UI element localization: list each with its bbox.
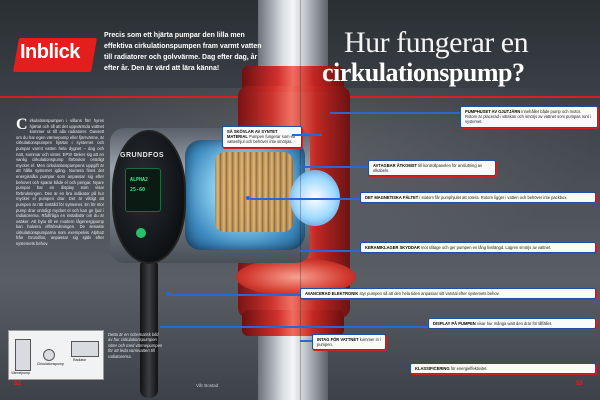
pump-display-line1: ALPHA2 [130,177,149,183]
headline-line2: cirkulationspump? [322,58,525,87]
callout-pumphuset: PUMPHUSET AV GJUTJÄRN innehåller både pu… [460,106,598,128]
system-diagram: Värmepump Cirkulationspump Radiator [8,330,104,380]
pump-display: ALPHA2 25-60 [125,168,161,212]
leader-line [300,166,368,168]
callout-text: i statorn får pumphjulet att rotera. Rot… [419,195,568,200]
section-badge: Inblick [13,38,97,72]
callout-title: SÅ SKÖVLAR AV SYNTET MATERIAL [227,129,278,140]
callout-title: KLASSIFICERING [415,366,450,371]
pump-brand: GRUNDFOS [120,152,165,159]
diagram-heatpump [15,339,31,371]
callout-title: DET MAGNETISKA FÄLTET [365,195,419,200]
diagram-label-3: Radiator [73,358,87,362]
callout-elektronik: AVANCERAD ELEKTRONIK styr pumpen så att … [300,288,596,300]
leader-dot [246,196,250,200]
page-number-right: 53 [576,381,583,387]
diagram-label-2: Cirkulationspump [37,362,65,366]
leader-line [300,250,360,252]
leader-line [300,340,312,342]
callout-atkomst: AVTAGBAR ÅTKOMST till kontrollpanelen fö… [368,160,496,177]
power-cable [140,258,158,398]
body-column: C irkulationspumpen i villans förr hyres… [16,116,104,247]
drop-cap: C [16,116,28,133]
leader-line [292,134,322,136]
callout-text: mot slitage och ger pumpen en lång livsl… [420,245,552,250]
page-number-left: 52 [14,381,21,387]
leader-line [170,294,300,296]
pipe-flange-bottom [242,310,344,336]
callout-magnetfalt: DET MAGNETISKA FÄLTET i statorn får pump… [360,192,596,204]
pump-button [136,228,146,238]
callout-klassificering: KLASSIFICERING för energieffektivitet. [410,363,596,375]
leader-dot [166,292,170,296]
callout-text: kommer in i pumpen. [317,337,381,348]
footer-magazine: Vår Bostad [196,383,219,388]
leader-line [160,326,428,328]
callout-display: DISPLAY PÅ PUMPEN visar hur många watt d… [428,318,596,330]
badge-label: Inblick [20,41,80,63]
callout-text: Pumpen fungerar som ett vattenhjul och b… [227,134,296,145]
callout-title: AVANCERAD ELEKTRONIK [305,291,359,296]
callout-title: KERAMIKLAGER SKYDDAR [365,245,420,250]
callout-title: DISPLAY PÅ PUMPEN [433,321,476,326]
callout-skovlar: SÅ SKÖVLAR AV SYNTET MATERIAL Pumpen fun… [222,126,302,148]
callout-text: för energieffektivitet. [450,366,488,371]
callout-text: innehåller både pump och motor. Rotorn ä… [465,109,591,125]
pump-display-line2: 25-60 [130,187,146,193]
callout-text: till kontrollpanelen för anslutning av e… [373,163,483,174]
callout-text: styr pumpen så att den hela tiden anpass… [359,291,500,296]
headline-line1: Hur fungerar en [344,26,529,59]
body-text: irkulationspumpen i villans förr hyres h… [16,118,104,247]
leader-line [250,198,360,200]
leader-line [330,112,460,114]
diagram-pump [43,349,55,361]
callout-intag: INTAG FÖR VATTNET kommer in i pumpen. [312,334,386,351]
diagram-radiator [71,341,99,357]
lede-text: Precis som ett hjärta pumpar den lilla m… [104,32,262,72]
pump-rotor [215,152,293,232]
diagram-label-1: Värmepump [11,371,31,375]
callout-keramiklager: KERAMIKLAGER SKYDDAR mot slitage och ger… [360,242,596,254]
page-gutter [300,0,301,400]
callout-title: AVTAGBAR ÅTKOMST [373,163,417,168]
callout-title: PUMPHUSET AV GJUTJÄRN [465,109,521,114]
diagram-caption: Detta är en schematisk bild av hur cirku… [108,332,163,359]
callout-text: visar hur många watt den drar för tillfä… [476,321,553,326]
callout-title: INTAG FÖR VATTNET [317,337,359,342]
